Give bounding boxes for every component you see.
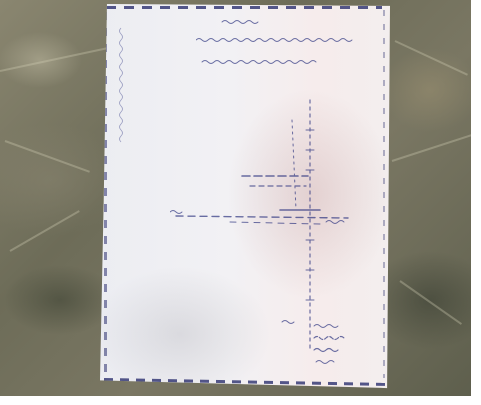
dashed-border-left: [104, 12, 107, 374]
paper-sheet: [100, 4, 390, 389]
graph-axes-icon: [170, 99, 349, 364]
marble-vein: [4, 140, 90, 173]
photo-background: [0, 0, 471, 396]
dashed-border-top: [106, 6, 382, 9]
handwritten-heading-scribble: [196, 20, 353, 64]
marble-vein: [9, 210, 80, 252]
marble-vein: [0, 47, 108, 72]
marble-vein: [394, 40, 468, 76]
marble-vein: [391, 133, 471, 162]
marble-vein: [399, 280, 463, 325]
dashed-border-right: [383, 10, 385, 378]
margin-note-scribble: [119, 27, 123, 143]
